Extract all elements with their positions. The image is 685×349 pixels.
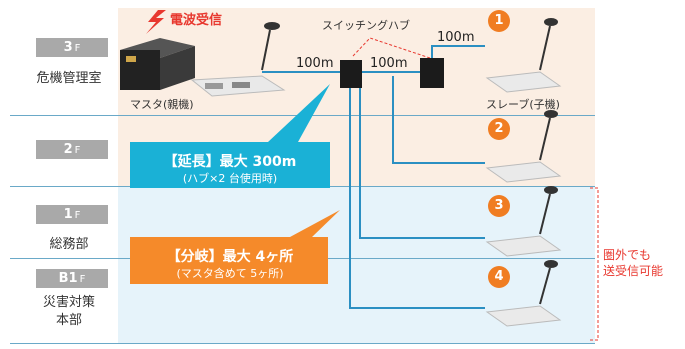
floor-badge-suffix: F [74,43,81,54]
wire-hub2-slave1 [431,45,485,60]
out-of-range-bracket [590,187,599,341]
floor-label-3f: 危機管理室 [36,71,102,86]
radio-label: 電波受信 [170,13,223,28]
floor-badge-main: B1 [58,271,78,286]
callout-branch-shape [130,210,340,284]
floor-label-1f: 総務部 [49,237,89,252]
floor-label-b1f: 災害対策 本部 [42,295,95,328]
out-of-range-line2: 送受信可能 [603,264,664,278]
switching-hub-1 [340,60,362,88]
segment-length-2: 100m [370,56,408,71]
slave-console-4 [485,260,562,327]
slave-number-2: 2 [488,118,510,140]
floor-badge-suffix: F [74,145,81,156]
hub-label: スイッチングハブ [322,19,410,32]
floor-badge-main: 2 [63,142,73,157]
slave-number-4: 4 [488,266,510,288]
segment-length-3: 100m [437,30,475,45]
callout-extend-shape [130,84,330,188]
master-label: マスタ(親機) [130,98,194,111]
floor-badge-main: 3 [63,40,73,55]
floor-divider [10,343,595,344]
slave-label: スレーブ(子機) [486,98,560,111]
callout-branch-sub: (マスタ含めて 5ヶ所) [176,267,284,280]
callout-extend-title: 【延長】最大 300m [163,154,297,170]
floor-badge-suffix: F [79,274,86,285]
slave-number-1: 1 [488,10,510,32]
slave-number-3: 3 [488,195,510,217]
callout-extend-sub: (ハブ×2 台使用時) [182,172,278,185]
slave-console-3 [485,186,562,257]
wire-hub1-slave2 [392,76,485,164]
callout-branch-title: 【分岐】最大 4ヶ所 [166,249,294,265]
floor-badge-main: 1 [63,207,73,222]
switching-hub-2 [420,58,444,88]
wire-hub1-slave3 [359,88,485,239]
lightning-icon [146,10,166,34]
wire-hub1-slave4 [349,88,485,309]
slave-console-2 [485,110,562,183]
floor-badge-suffix: F [74,210,81,221]
hub-label-dash [352,37,431,59]
master-console [190,22,286,97]
master-radio-unit [120,38,195,90]
slave-console-1 [485,18,562,93]
segment-length-1: 100m [296,56,334,71]
out-of-range-line1: 圏外でも [603,248,652,262]
